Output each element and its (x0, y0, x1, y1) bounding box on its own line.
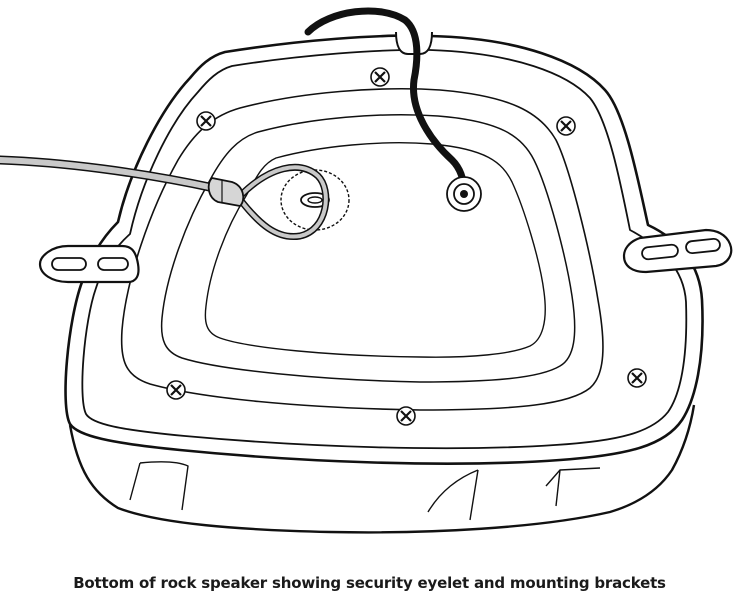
security-eyelet (280, 169, 350, 231)
screw (627, 368, 647, 388)
right-mounting-bracket (622, 228, 733, 274)
screw (166, 380, 186, 400)
screw (196, 111, 216, 131)
rock-speaker-diagram (0, 7, 733, 534)
screw (556, 116, 576, 136)
figure-caption: Bottom of rock speaker showing security … (73, 574, 666, 592)
cable-grommet (446, 176, 482, 212)
screw (370, 67, 390, 87)
security-cable (0, 155, 330, 241)
base-plate (64, 34, 704, 465)
speaker-body (68, 404, 696, 534)
speaker-cable (304, 7, 468, 196)
screw (396, 406, 416, 426)
left-mounting-bracket (38, 244, 140, 284)
